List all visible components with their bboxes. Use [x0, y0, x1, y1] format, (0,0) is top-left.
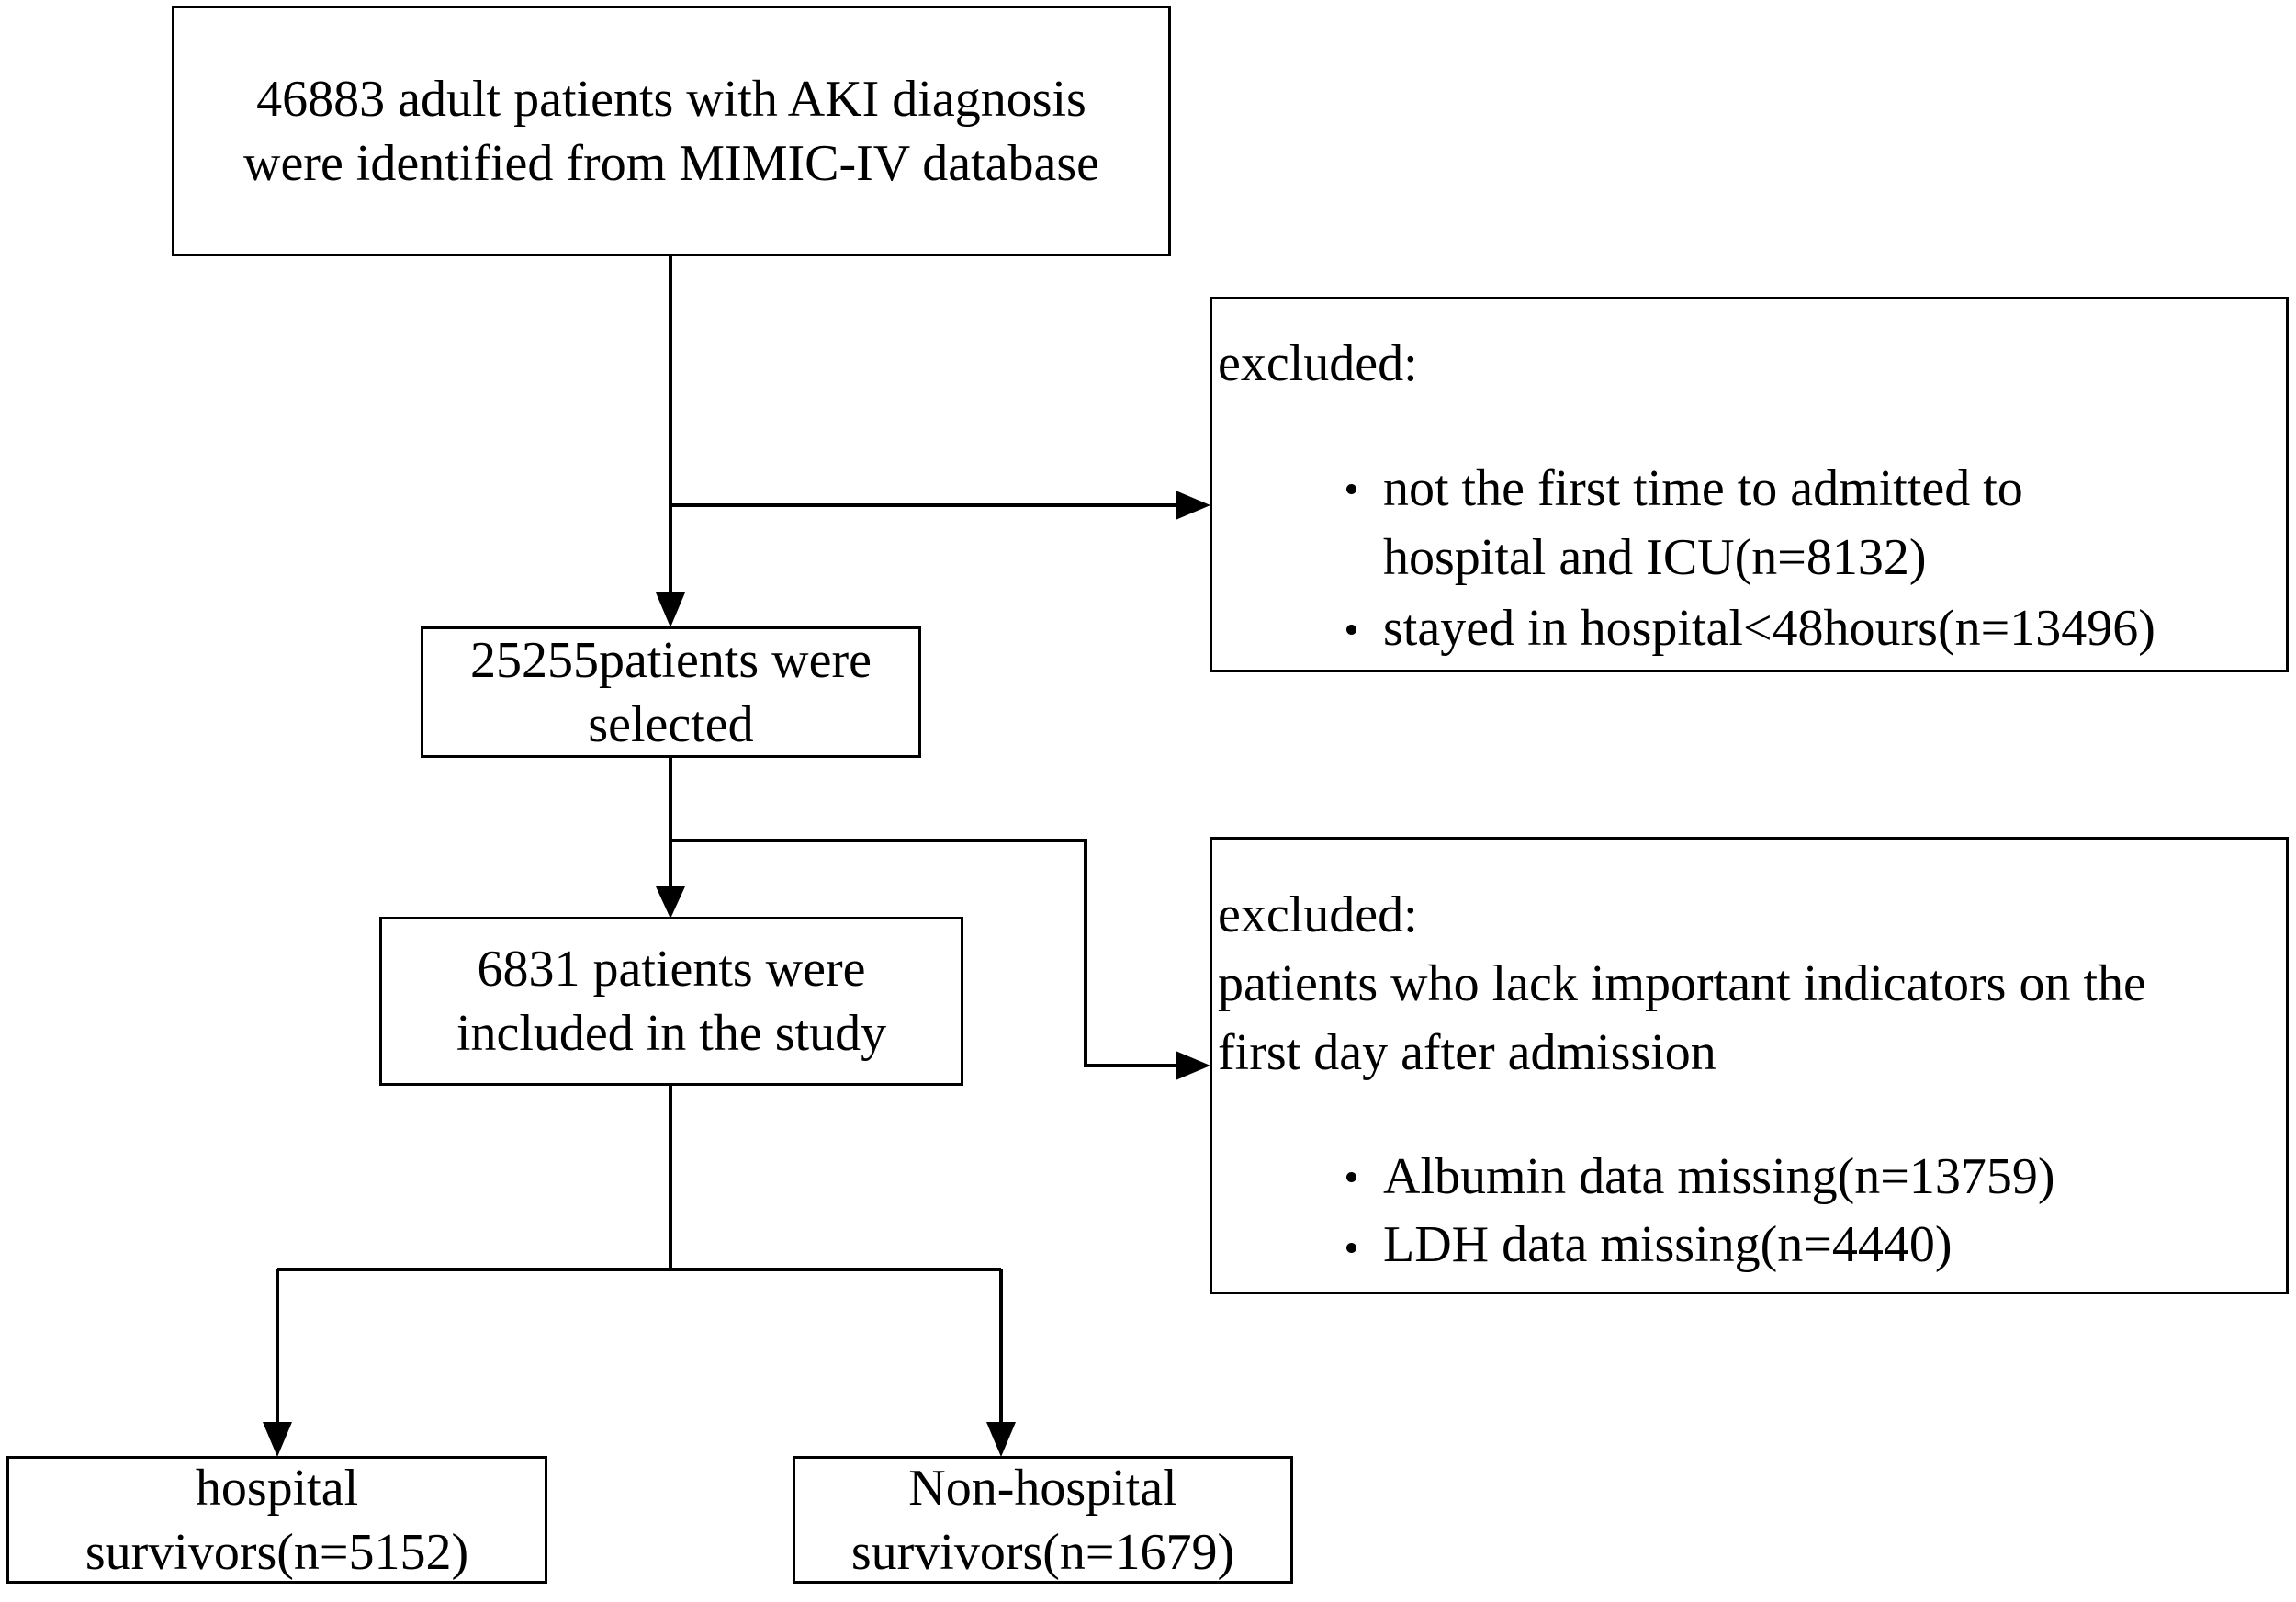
- exclusion-2-item-2-line-1: LDH data missing(n=4440): [1383, 1216, 1953, 1273]
- bullet-icon: [1346, 484, 1356, 494]
- exclusion-1-item-2-line-1: stayed in hospital<48hours(n=13496): [1383, 600, 2155, 657]
- included-box-line-1: 6831 patients were: [477, 941, 866, 998]
- start-box: 46883 adult patients with AKI diagnosis …: [172, 6, 1171, 256]
- arrowhead-to-exclusion-2: [1176, 1051, 1210, 1080]
- exclusion-box-1-title: excluded:: [1218, 335, 1418, 392]
- non-survivors-box-line-2: survivors(n=1679): [850, 1523, 1235, 1581]
- exclusion-2-item-1-line-1: Albumin data missing(n=13759): [1383, 1148, 2055, 1205]
- exclusion-box-2: excluded: patients who lack important in…: [1210, 837, 2289, 1294]
- non-survivors-box-line-1: Non-hospital: [908, 1459, 1177, 1517]
- exclusion-box-2-title: excluded:: [1218, 886, 1418, 943]
- exclusion-1-item-1-line-1: not the first time to admitted to: [1383, 460, 2023, 517]
- arrowhead-to-survivors: [263, 1422, 292, 1457]
- arrowhead-to-included: [656, 886, 685, 919]
- exclusion-box-2-description-line-1: patients who lack important indicators o…: [1218, 955, 2146, 1012]
- included-box-line-2: included in the study: [456, 1005, 887, 1062]
- exclusion-box-1: excluded: not the first time to admitted…: [1210, 297, 2289, 672]
- start-box-line-2: were identified from MIMIC-IV database: [243, 134, 1099, 192]
- selected-box-line-1: 25255patients were: [470, 631, 872, 689]
- selected-box: 25255patients were selected: [421, 626, 921, 758]
- bullet-icon: [1346, 1243, 1356, 1253]
- selected-box-line-2: selected: [588, 695, 754, 753]
- included-box: 6831 patients were included in the study: [379, 917, 963, 1086]
- non-survivors-box: Non-hospital survivors(n=1679): [793, 1456, 1293, 1584]
- bullet-icon: [1346, 1172, 1356, 1182]
- arrowhead-to-exclusion-1: [1176, 491, 1210, 520]
- start-box-line-1: 46883 adult patients with AKI diagnosis: [256, 70, 1086, 128]
- survivors-box: hospital survivors(n=5152): [6, 1456, 547, 1584]
- arrowhead-to-selected: [656, 592, 685, 627]
- exclusion-box-2-description-line-2: first day after admission: [1218, 1024, 1716, 1081]
- survivors-box-line-2: survivors(n=5152): [84, 1523, 469, 1581]
- connector-to-exclusion-2: [670, 839, 1177, 1067]
- bullet-icon: [1346, 625, 1356, 635]
- arrowhead-to-non-survivors: [986, 1422, 1016, 1457]
- survivors-box-line-1: hospital: [195, 1459, 359, 1517]
- exclusion-1-item-1-line-2: hospital and ICU(n=8132): [1383, 529, 1927, 586]
